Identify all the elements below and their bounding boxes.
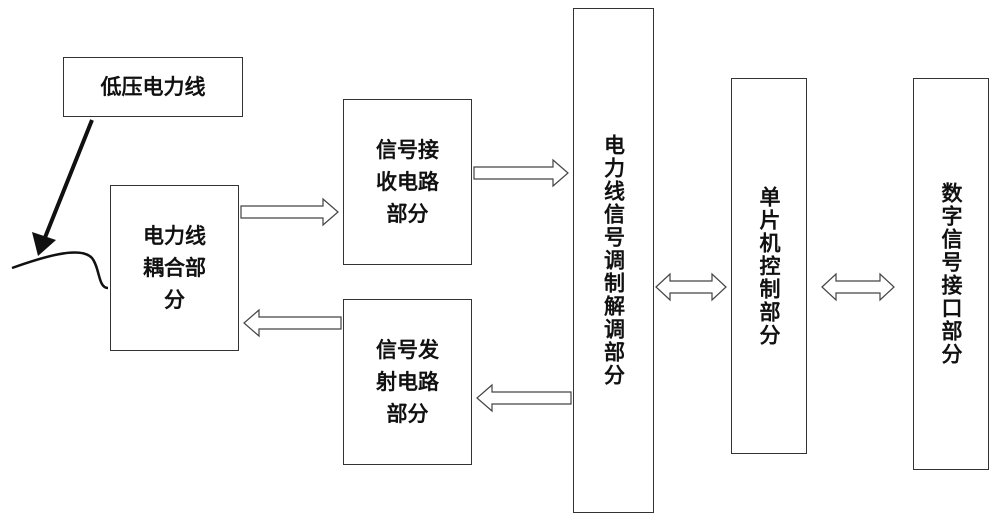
pointer-arrow-line (42, 119, 94, 241)
arrow-modem-mcu-bidirectional (655, 272, 727, 302)
arrow-modem-to-transmit (476, 383, 572, 413)
receive-circuit-box: 信号接 收电路 部分 (343, 99, 472, 265)
mcu-control-box: 单片机控制部分 (731, 78, 807, 454)
power-line-box: 低压电力线 (63, 57, 243, 117)
power-line-wire (11, 251, 109, 290)
modem-label: 电力线信号调制解调部分 (601, 134, 626, 387)
modem-box: 电力线信号调制解调部分 (573, 8, 654, 513)
transmit-circuit-box: 信号发 射电路 部分 (343, 299, 472, 465)
mcu-control-label: 单片机控制部分 (757, 185, 781, 347)
receive-circuit-label: 信号接 收电路 部分 (376, 138, 439, 226)
coupling-label: 电力线 耦合部 分 (143, 224, 206, 312)
arrow-mcu-interface-bidirectional (821, 272, 895, 302)
digital-interface-box: 数字信号接口部分 (913, 78, 989, 470)
digital-interface-label: 数字信号接口部分 (939, 182, 963, 366)
arrow-receive-to-modem (473, 158, 569, 188)
coupling-box: 电力线 耦合部 分 (110, 185, 239, 351)
arrow-coupling-to-receive (240, 197, 339, 227)
transmit-circuit-label: 信号发 射电路 部分 (376, 338, 439, 426)
pointer-arrowhead (32, 232, 56, 256)
power-line-label: 低压电力线 (100, 75, 206, 99)
arrow-transmit-to-coupling (243, 308, 342, 338)
